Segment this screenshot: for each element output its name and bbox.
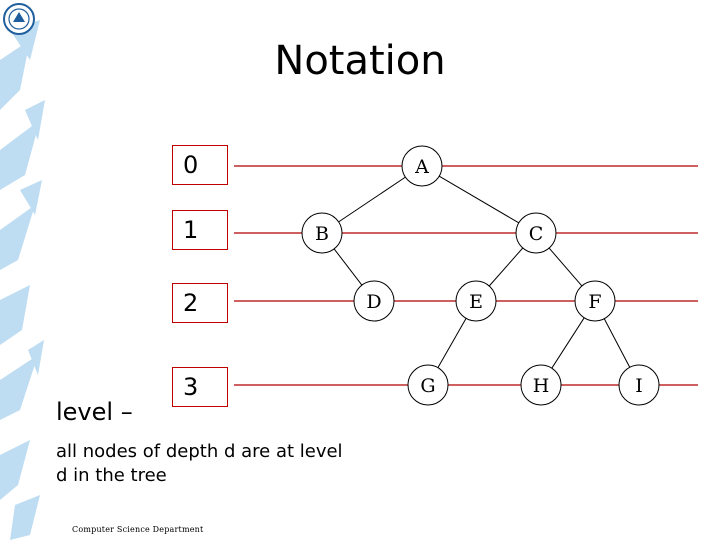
sidebar-pattern xyxy=(0,20,45,540)
tree-node-H: H xyxy=(520,364,562,406)
node-label: C xyxy=(529,223,544,245)
footer-text: Computer Science Department xyxy=(72,525,204,534)
edge-F-H xyxy=(551,317,585,369)
node-label: I xyxy=(635,375,643,397)
level-1-box: 1 xyxy=(172,210,228,250)
node-circle xyxy=(515,212,557,254)
node-circle xyxy=(401,145,443,187)
node-label: F xyxy=(588,291,601,313)
edge-F-I xyxy=(603,318,631,368)
page-title: Notation xyxy=(274,38,446,84)
tree-node-B: B xyxy=(301,212,343,254)
node-circle xyxy=(574,280,616,322)
level-3-box: 3 xyxy=(172,367,228,407)
tree-node-E: E xyxy=(455,280,497,322)
node-circle xyxy=(520,364,562,406)
node-circle xyxy=(301,212,343,254)
level-heading: level – xyxy=(56,398,133,426)
tree-node-D: D xyxy=(353,280,395,322)
edge-A-B xyxy=(338,176,406,223)
level-2-box: 2 xyxy=(172,283,228,323)
edge-C-E xyxy=(488,247,524,287)
node-label: D xyxy=(366,291,381,313)
university-seal-logo xyxy=(3,3,35,35)
level-0-box: 0 xyxy=(172,145,228,185)
tree-node-I: I xyxy=(618,364,660,406)
node-label: A xyxy=(414,156,429,178)
node-circle xyxy=(353,280,395,322)
tree-node-A: A xyxy=(401,145,443,187)
node-label: G xyxy=(420,375,435,397)
node-label: H xyxy=(533,375,550,397)
edge-A-C xyxy=(438,175,520,224)
edge-E-G xyxy=(437,318,467,368)
level-description: all nodes of depth d are at level d in t… xyxy=(56,441,343,486)
node-label: E xyxy=(469,291,483,313)
edge-B-D xyxy=(333,248,363,286)
tree-node-F: F xyxy=(574,280,616,322)
node-circle xyxy=(455,280,497,322)
node-circle xyxy=(618,364,660,406)
node-circle xyxy=(407,364,449,406)
tree-node-G: G xyxy=(407,364,449,406)
edge-C-F xyxy=(548,247,583,287)
node-label: B xyxy=(315,223,329,245)
tree-node-C: C xyxy=(515,212,557,254)
